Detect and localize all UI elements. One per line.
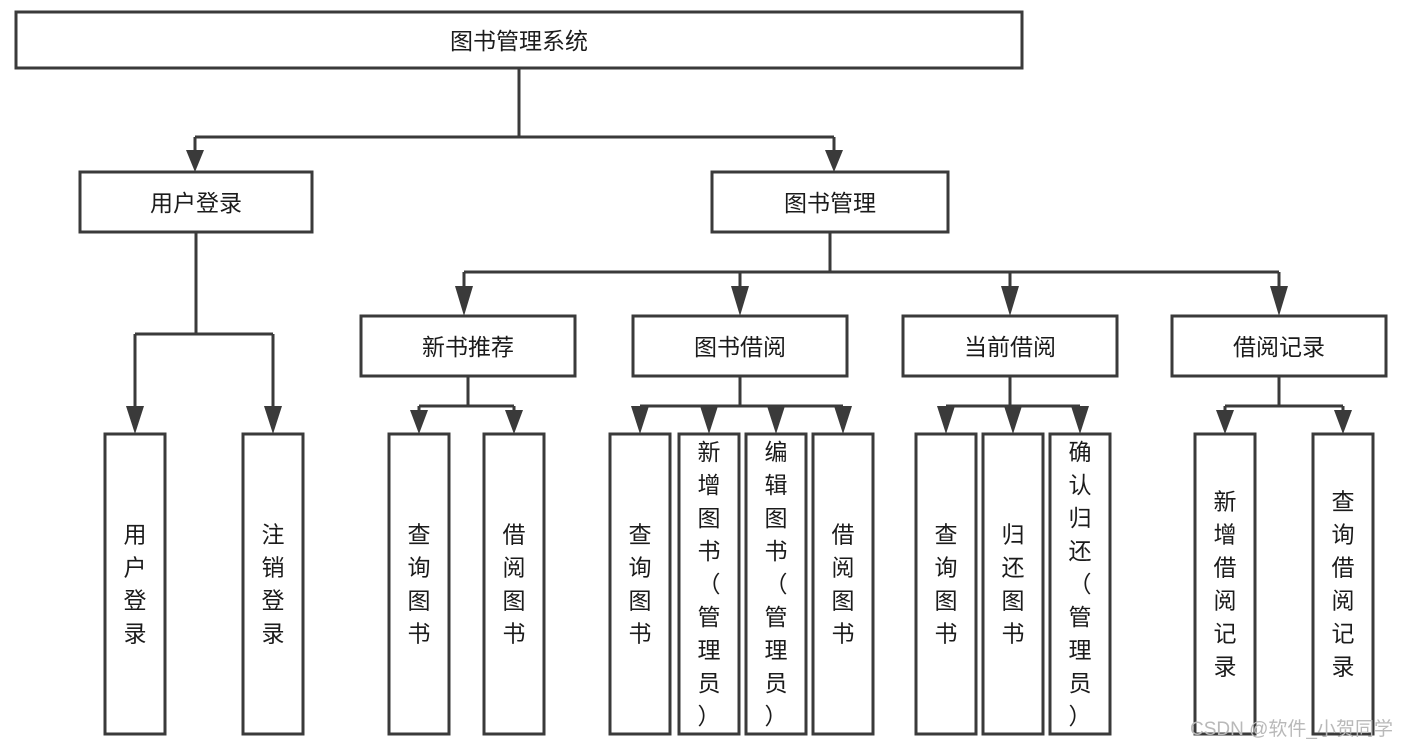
arrow-head-leaf-add-record xyxy=(1216,410,1234,434)
node-leaf-borrow-book-2[interactable]: 借阅图书 xyxy=(811,432,875,736)
node-leaf-borrow-book-1[interactable]: 借阅图书 xyxy=(482,432,546,736)
node-leaf-query-record-box[interactable] xyxy=(1311,432,1375,736)
node-borrow-record[interactable]: 借阅记录 xyxy=(1170,314,1388,378)
node-leaf-user-login-label: 用户登录 xyxy=(124,522,147,647)
arrow-head-user-login xyxy=(186,150,204,172)
arrow-head-leaf-query-record xyxy=(1334,410,1352,434)
node-root-label: 图书管理系统 xyxy=(450,28,588,54)
node-leaf-query-book-1-box[interactable] xyxy=(387,432,451,736)
node-leaf-borrow-book-1-box[interactable] xyxy=(482,432,546,736)
node-new-book-recommend-label: 新书推荐 xyxy=(422,334,514,360)
node-book-borrow[interactable]: 图书借阅 xyxy=(631,314,849,378)
arrow-head-leaf-borrow-book-1 xyxy=(505,410,523,434)
node-leaf-edit-book-box[interactable] xyxy=(744,432,808,736)
node-leaf-add-record-box[interactable] xyxy=(1193,432,1257,736)
node-user-login[interactable]: 用户登录 xyxy=(78,170,314,234)
arrow-head-leaf-query-book-1 xyxy=(410,410,428,434)
arrow-head-borrow-record xyxy=(1270,286,1288,316)
node-leaf-logout[interactable]: 注销登录 xyxy=(241,432,305,736)
node-leaf-query-book-2-box[interactable] xyxy=(608,432,672,736)
node-user-login-box[interactable] xyxy=(78,170,314,234)
arrow-head-leaf-logout xyxy=(264,406,282,434)
arrow-head-leaf-edit-book xyxy=(767,406,785,434)
arrow-head-leaf-return-book xyxy=(1004,406,1022,434)
node-leaf-confirm-return-box[interactable] xyxy=(1048,432,1112,736)
node-leaf-confirm-return-label: 确认归还（管理员） xyxy=(1069,439,1092,729)
arrow-head-leaf-query-book-3 xyxy=(937,406,955,434)
node-leaf-return-book-box[interactable] xyxy=(981,432,1045,736)
node-leaf-logout-box[interactable] xyxy=(241,432,305,736)
node-book-borrow-label: 图书借阅 xyxy=(694,334,786,360)
node-leaf-add-book-box[interactable] xyxy=(677,432,741,736)
node-leaf-edit-book-label: 编辑图书（管理员） xyxy=(765,439,788,729)
arrow-head-leaf-add-book xyxy=(700,406,718,434)
node-book-manage-label: 图书管理 xyxy=(784,190,876,216)
node-book-manage[interactable]: 图书管理 xyxy=(710,170,950,234)
node-leaf-query-record-label: 查询借阅记录 xyxy=(1332,489,1355,680)
node-new-book-recommend[interactable]: 新书推荐 xyxy=(359,314,577,378)
node-leaf-query-book-2[interactable]: 查询图书 xyxy=(608,432,672,736)
node-leaf-user-login-box[interactable] xyxy=(103,432,167,736)
arrow-head-leaf-confirm-return xyxy=(1071,406,1089,434)
node-leaf-logout-label: 注销登录 xyxy=(262,522,285,647)
node-borrow-record-box[interactable] xyxy=(1170,314,1388,378)
arrow-head-leaf-borrow-book-2 xyxy=(834,406,852,434)
node-leaf-query-record[interactable]: 查询借阅记录 xyxy=(1311,432,1375,736)
node-book-manage-box[interactable] xyxy=(710,170,950,234)
node-user-login-label: 用户登录 xyxy=(150,190,242,216)
arrow-head-book-borrow xyxy=(731,286,749,316)
node-leaf-return-book[interactable]: 归还图书 xyxy=(981,432,1045,736)
node-leaf-query-book-2-label: 查询图书 xyxy=(629,522,652,647)
node-leaf-add-record-label: 新增借阅记录 xyxy=(1214,489,1237,680)
node-borrow-record-label: 借阅记录 xyxy=(1233,334,1325,360)
connector-layer xyxy=(126,68,1352,434)
arrow-head-leaf-query-book-2 xyxy=(631,406,649,434)
node-leaf-return-book-label: 归还图书 xyxy=(1002,522,1025,647)
node-book-borrow-box[interactable] xyxy=(631,314,849,378)
csdn-watermark: CSDN @软件_小贺同学 xyxy=(1190,718,1393,740)
node-leaf-query-book-3-box[interactable] xyxy=(914,432,978,736)
node-root-box[interactable] xyxy=(14,10,1024,70)
node-leaf-query-book-3[interactable]: 查询图书 xyxy=(914,432,978,736)
node-current-borrow-label: 当前借阅 xyxy=(964,334,1056,360)
node-leaf-add-book[interactable]: 新增图书（管理员） xyxy=(677,432,741,736)
arrow-head-current-borrow xyxy=(1001,286,1019,316)
node-leaf-confirm-return[interactable]: 确认归还（管理员） xyxy=(1048,432,1112,736)
node-new-book-recommend-box[interactable] xyxy=(359,314,577,378)
node-current-borrow-box[interactable] xyxy=(901,314,1119,378)
node-leaf-query-book-3-label: 查询图书 xyxy=(935,522,958,647)
node-leaf-query-book-1-label: 查询图书 xyxy=(408,522,431,647)
node-leaf-borrow-book-1-label: 借阅图书 xyxy=(503,522,526,647)
node-leaf-query-book-1[interactable]: 查询图书 xyxy=(387,432,451,736)
node-current-borrow[interactable]: 当前借阅 xyxy=(901,314,1119,378)
node-leaf-user-login[interactable]: 用户登录 xyxy=(103,432,167,736)
node-leaf-edit-book[interactable]: 编辑图书（管理员） xyxy=(744,432,808,736)
arrow-head-new-book xyxy=(455,286,473,316)
node-root[interactable]: 图书管理系统 xyxy=(14,10,1024,70)
node-leaf-add-record[interactable]: 新增借阅记录 xyxy=(1193,432,1257,736)
arrow-head-book-manage xyxy=(825,150,843,172)
node-leaf-add-book-label: 新增图书（管理员） xyxy=(698,439,721,729)
node-leaf-borrow-book-2-label: 借阅图书 xyxy=(832,522,855,647)
node-leaf-borrow-book-2-box[interactable] xyxy=(811,432,875,736)
arrow-head-leaf-user-login xyxy=(126,406,144,434)
